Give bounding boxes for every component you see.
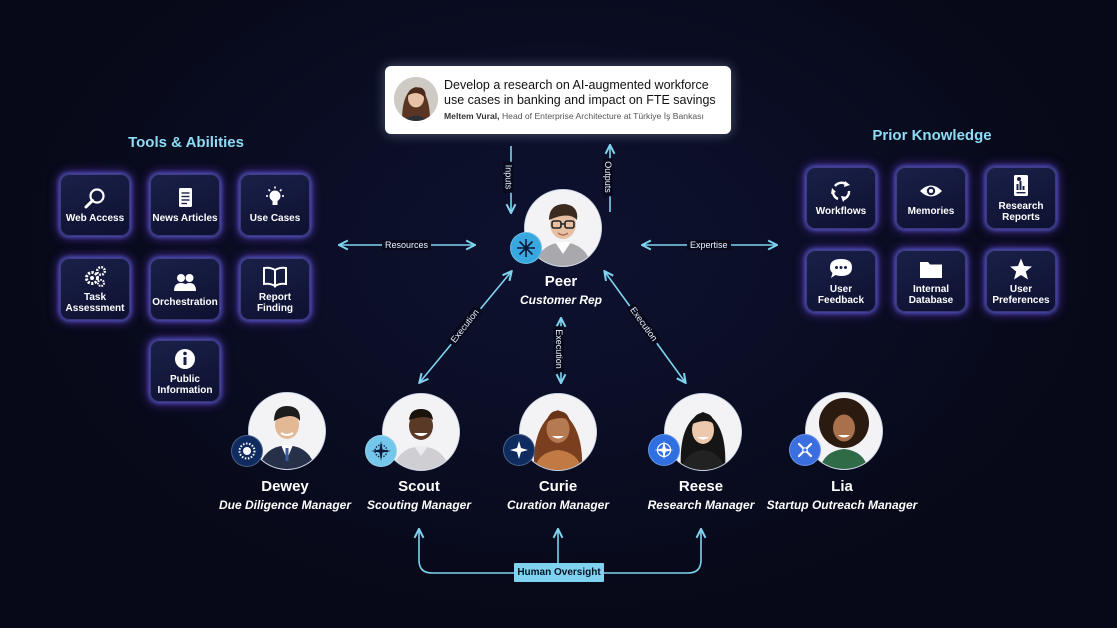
- tools-title: Tools & Abilities: [128, 134, 244, 151]
- dewey-name: Dewey: [261, 478, 309, 495]
- scout-role: Scouting Manager: [366, 498, 471, 512]
- peer-agent-badge: [510, 232, 542, 264]
- curie-name: Curie: [538, 478, 578, 495]
- curie-role: Curation Manager: [506, 498, 609, 512]
- knowledge-memories[interactable]: Memories: [896, 167, 966, 229]
- tile-label: Report Finding: [256, 291, 294, 314]
- lightbulb-icon: [266, 186, 284, 205]
- tool-orchestration[interactable]: Orchestration: [150, 258, 220, 320]
- info-icon: [175, 348, 195, 369]
- tile-label: Task Assessment: [65, 291, 125, 314]
- report-icon: [1014, 174, 1028, 196]
- tile-label: User Preferences: [992, 283, 1050, 306]
- scout-name: Scout: [398, 478, 440, 495]
- peer-name: Peer: [544, 273, 578, 290]
- inputs-label: Inputs: [503, 161, 514, 193]
- execution-mid-label: Execution: [553, 326, 564, 372]
- prompt-author: Meltem Vural, Head of Enterprise Archite…: [444, 111, 729, 121]
- tile-label: Internal Database: [908, 283, 954, 306]
- compass-burst-icon: [371, 441, 391, 461]
- eye-icon: [920, 185, 942, 197]
- chat-bubble-icon: [830, 258, 852, 278]
- tool-web-access[interactable]: Web Access: [60, 174, 130, 236]
- tool-use-cases[interactable]: Use Cases: [240, 174, 310, 236]
- peer-role: Customer Rep: [519, 293, 602, 307]
- people-icon: [174, 274, 196, 291]
- cycle-arrows-icon: [831, 181, 851, 202]
- reese-name: Reese: [678, 478, 724, 495]
- knowledge-workflows[interactable]: Workflows: [806, 167, 876, 229]
- peer-avatar: [524, 189, 602, 267]
- prompt-card: Develop a research on AI-augmented workf…: [385, 66, 731, 134]
- tile-label: Orchestration: [152, 297, 218, 308]
- tile-label: Memories: [907, 206, 955, 217]
- knowledge-research-reports[interactable]: Research Reports: [986, 167, 1056, 229]
- tool-public-information[interactable]: Public Information: [150, 340, 220, 402]
- knowledge-user-preferences[interactable]: User Preferences: [986, 250, 1056, 312]
- author-role: Head of Enterprise Architecture at Türki…: [501, 111, 704, 121]
- cross-spark-icon: [797, 442, 813, 458]
- tool-task-assessment[interactable]: Task Assessment: [60, 258, 130, 320]
- folder-icon: [920, 261, 942, 278]
- oversight-left-connector: [419, 530, 514, 574]
- curie-agent-badge: [503, 434, 535, 466]
- outputs-label: Outputs: [602, 158, 613, 196]
- starburst-icon: [517, 239, 535, 257]
- star-icon: [1010, 258, 1032, 279]
- lia-agent-badge: [789, 434, 821, 466]
- human-oversight-box: Human Oversight: [514, 563, 604, 582]
- dewey-role: Due Diligence Manager: [218, 498, 352, 512]
- magnifier-icon: [84, 188, 105, 209]
- tile-label: News Articles: [152, 213, 218, 224]
- oversight-right-connector: [604, 530, 701, 574]
- document-icon: [179, 188, 192, 207]
- tile-label: Web Access: [65, 213, 125, 224]
- expertise-label: Expertise: [687, 240, 731, 250]
- gears-icon: [85, 265, 106, 287]
- prompt-text: Develop a research on AI-augmented workf…: [444, 78, 716, 107]
- resources-label: Resources: [382, 240, 432, 250]
- navigation-star-icon: [654, 440, 674, 460]
- scout-agent-badge: [365, 435, 397, 467]
- lia-role: Startup Outreach Manager: [766, 498, 918, 512]
- lia-avatar: [805, 392, 883, 470]
- dewey-agent-badge: [231, 435, 263, 467]
- tool-news-articles[interactable]: News Articles: [150, 174, 220, 236]
- lia-name: Lia: [831, 478, 853, 495]
- tile-label: Research Reports: [998, 200, 1044, 223]
- sun-spark-icon: [238, 442, 256, 460]
- knowledge-user-feedback[interactable]: User Feedback: [806, 250, 876, 312]
- tile-label: Use Cases: [249, 213, 301, 224]
- knowledge-title: Prior Knowledge: [872, 127, 992, 144]
- book-icon: [263, 266, 287, 288]
- author-name: Meltem Vural,: [444, 111, 500, 121]
- tile-label: Public Information: [157, 373, 213, 396]
- tool-report-finding[interactable]: Report Finding: [240, 258, 310, 320]
- knowledge-internal-database[interactable]: Internal Database: [896, 250, 966, 312]
- tile-label: User Feedback: [817, 283, 865, 306]
- requester-avatar: [394, 77, 438, 121]
- tile-label: Workflows: [815, 206, 867, 217]
- spark-star-icon: [510, 441, 528, 459]
- reese-agent-badge: [648, 434, 680, 466]
- reese-role: Research Manager: [647, 498, 755, 512]
